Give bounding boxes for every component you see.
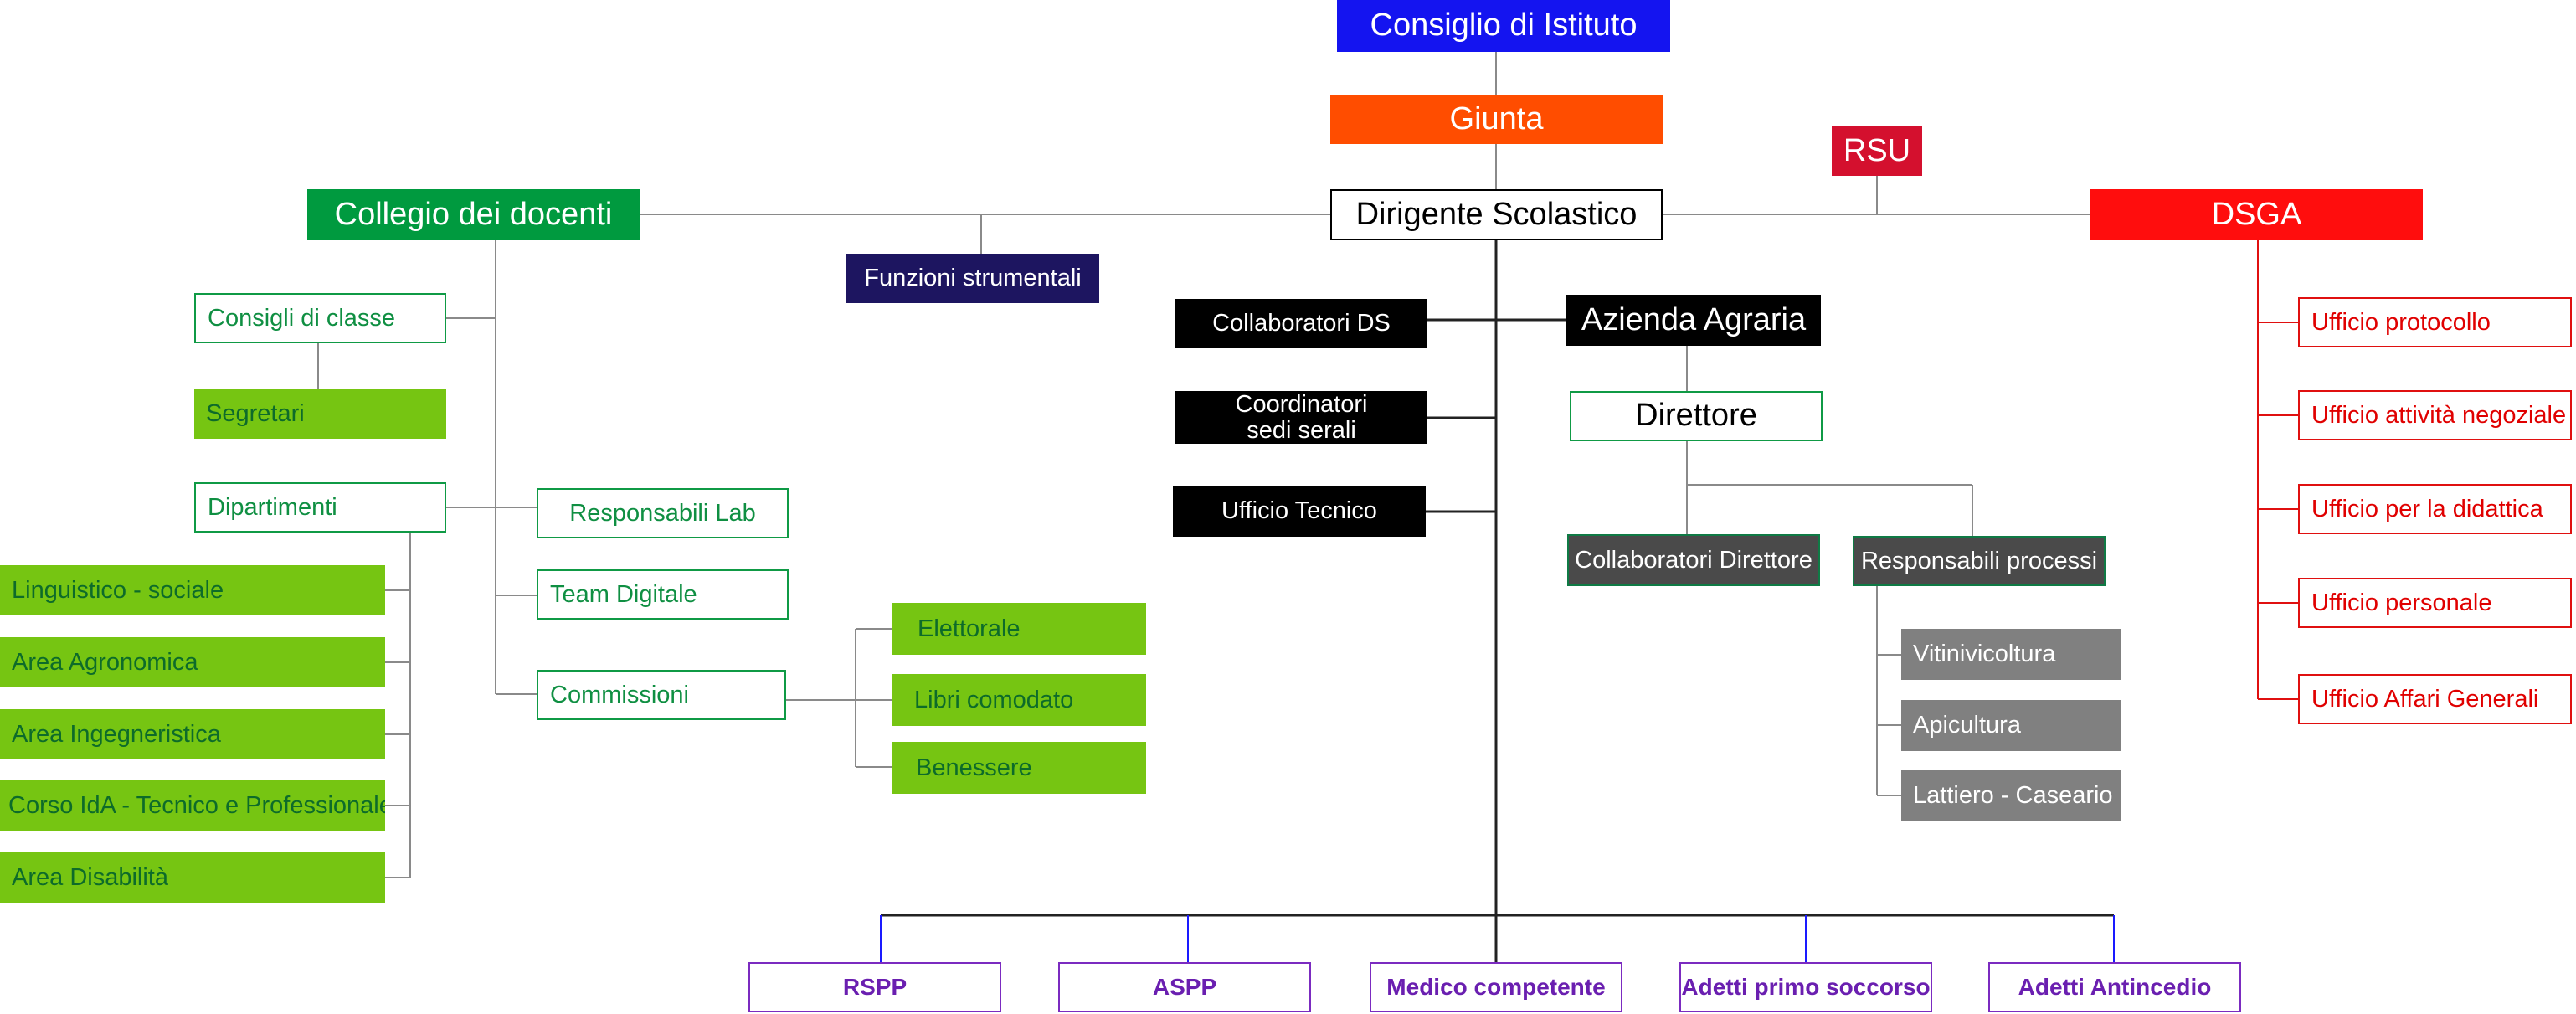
rsu-box: RSU: [1832, 126, 1922, 176]
department-item: Area Disabilità: [0, 852, 385, 903]
process-item: Apicultura: [1901, 700, 2121, 751]
safety-item: RSPP: [748, 962, 1001, 1012]
dirigente-scolastico-box: Dirigente Scolastico: [1330, 189, 1663, 240]
commission-item: Elettorale: [892, 603, 1146, 655]
commissioni-box: Commissioni: [537, 670, 786, 720]
department-item: Corso IdA - Tecnico e Professionale: [0, 780, 385, 831]
responsabili-processi-box: Responsabili processi: [1853, 536, 2106, 586]
safety-item: Adetti Antincedio: [1988, 962, 2241, 1012]
consiglio-istituto-box: Consiglio di Istituto: [1337, 0, 1670, 52]
office-item: Ufficio protocollo: [2298, 297, 2572, 347]
commission-item: Libri comodato: [892, 674, 1146, 726]
commission-item: Benessere: [892, 742, 1146, 794]
department-item: Linguistico - sociale: [0, 565, 385, 615]
coordinatori-line-2: sedi serali: [1247, 416, 1356, 444]
coordinatori-sedi-serali-box: Coordinatori sedi serali: [1175, 391, 1427, 444]
segretari-box: Segretari: [194, 389, 446, 439]
office-item: Ufficio personale: [2298, 578, 2572, 628]
coordinatori-line-1: Coordinatori: [1235, 391, 1368, 419]
ufficio-tecnico-box: Ufficio Tecnico: [1173, 486, 1426, 537]
department-item: Area Agronomica: [0, 637, 385, 687]
collaboratori-ds-box: Collaboratori DS: [1175, 299, 1427, 348]
office-item: Ufficio Affari Generali: [2298, 674, 2572, 724]
safety-item: ASPP: [1058, 962, 1311, 1012]
dipartimenti-box: Dipartimenti: [194, 482, 446, 533]
dsga-box: DSGA: [2090, 189, 2423, 240]
responsabili-lab-box: Responsabili Lab: [537, 488, 789, 538]
department-item: Area Ingegneristica: [0, 709, 385, 759]
office-item: Ufficio attività negoziale: [2298, 390, 2572, 440]
collegio-docenti-box: Collegio dei docenti: [307, 189, 640, 240]
safety-item: Adetti primo soccorso: [1679, 962, 1932, 1012]
safety-item: Medico competente: [1370, 962, 1622, 1012]
process-item: Lattiero - Caseario: [1901, 770, 2121, 821]
team-digitale-box: Team Digitale: [537, 569, 789, 620]
process-item: Vitinivicoltura: [1901, 629, 2121, 680]
giunta-box: Giunta: [1330, 95, 1663, 144]
direttore-box: Direttore: [1570, 391, 1823, 441]
collaboratori-direttore-box: Collaboratori Direttore: [1567, 534, 1820, 586]
office-item: Ufficio per la didattica: [2298, 484, 2572, 534]
funzioni-strumentali-box: Funzioni strumentali: [846, 254, 1099, 303]
azienda-agraria-box: Azienda Agraria: [1566, 295, 1821, 346]
consigli-classe-box: Consigli di classe: [194, 293, 446, 343]
